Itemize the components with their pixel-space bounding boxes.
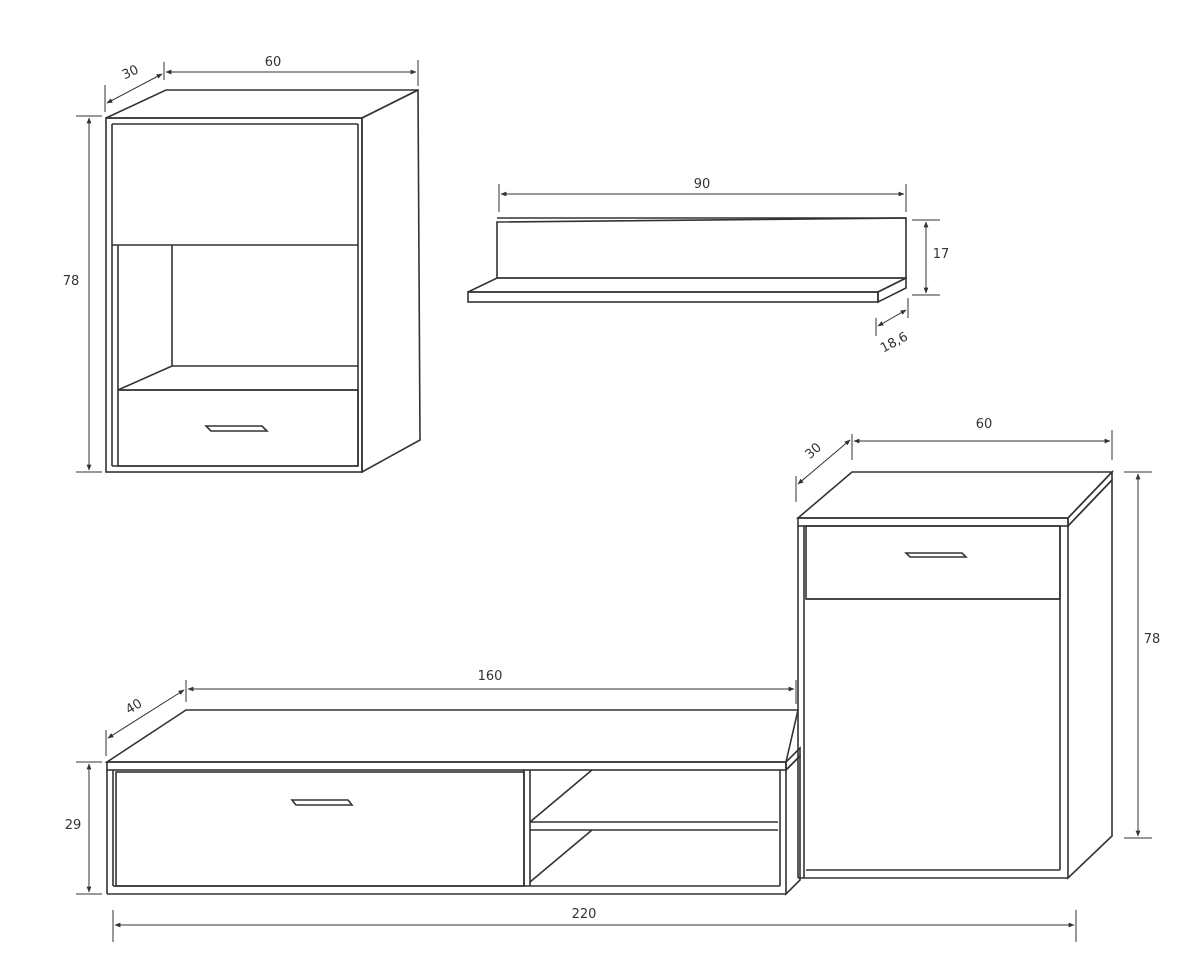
tall-cabinet-depth-label: 30 [802,440,824,462]
tall-cabinet-top [795,471,1114,519]
wall-cabinet-drawer-handle [204,425,269,432]
tv-unit-depth-label: 40 [123,696,145,717]
wall-shelf-dimensions [498,184,940,336]
tall-cabinet-drawer [805,525,1061,600]
tv-unit-top-front [106,761,787,771]
tall-cabinet-side [1067,478,1113,880]
tv-unit-height-label: 29 [65,818,82,833]
wall-shelf-width-label: 90 [694,177,711,192]
tv-unit-top [104,709,800,763]
wall-shelf [467,217,907,304]
wall-shelf-board [467,277,907,293]
wall-cabinet-front [105,117,363,473]
tall-cabinet [795,470,1114,880]
wall-cabinet-height-label: 78 [63,274,80,289]
tv-unit-dimensions [76,680,1077,942]
wall-cabinet-depth-label: 30 [120,63,141,84]
wall-cabinet [105,88,421,474]
wall-cabinet-dimensions [76,60,419,473]
wall-shelf-height-label: 17 [933,247,950,262]
wall-cabinet-width-label: 60 [265,55,282,70]
wall-cabinet-drawer [117,389,359,467]
tall-cabinet-width-label: 60 [976,417,993,432]
tv-unit-side [785,754,801,896]
tv-unit [104,709,801,896]
tall-cabinet-top-front [797,517,1069,527]
wall-shelf-back-panel [496,217,907,279]
tv-unit-drawer [115,771,525,887]
tall-cabinet-height-label: 78 [1144,632,1161,647]
tall-cabinet-drawer-handle [904,552,968,558]
wall-cabinet-side [361,88,421,474]
tv-unit-width-label: 160 [478,669,503,684]
tv-unit-drawer-handle [290,799,354,806]
wall-shelf-depth-label: 18,6 [878,329,911,356]
overall-width-label: 220 [572,907,597,922]
tall-cabinet-dimensions [795,430,1152,839]
wall-shelf-board-front [467,291,879,303]
